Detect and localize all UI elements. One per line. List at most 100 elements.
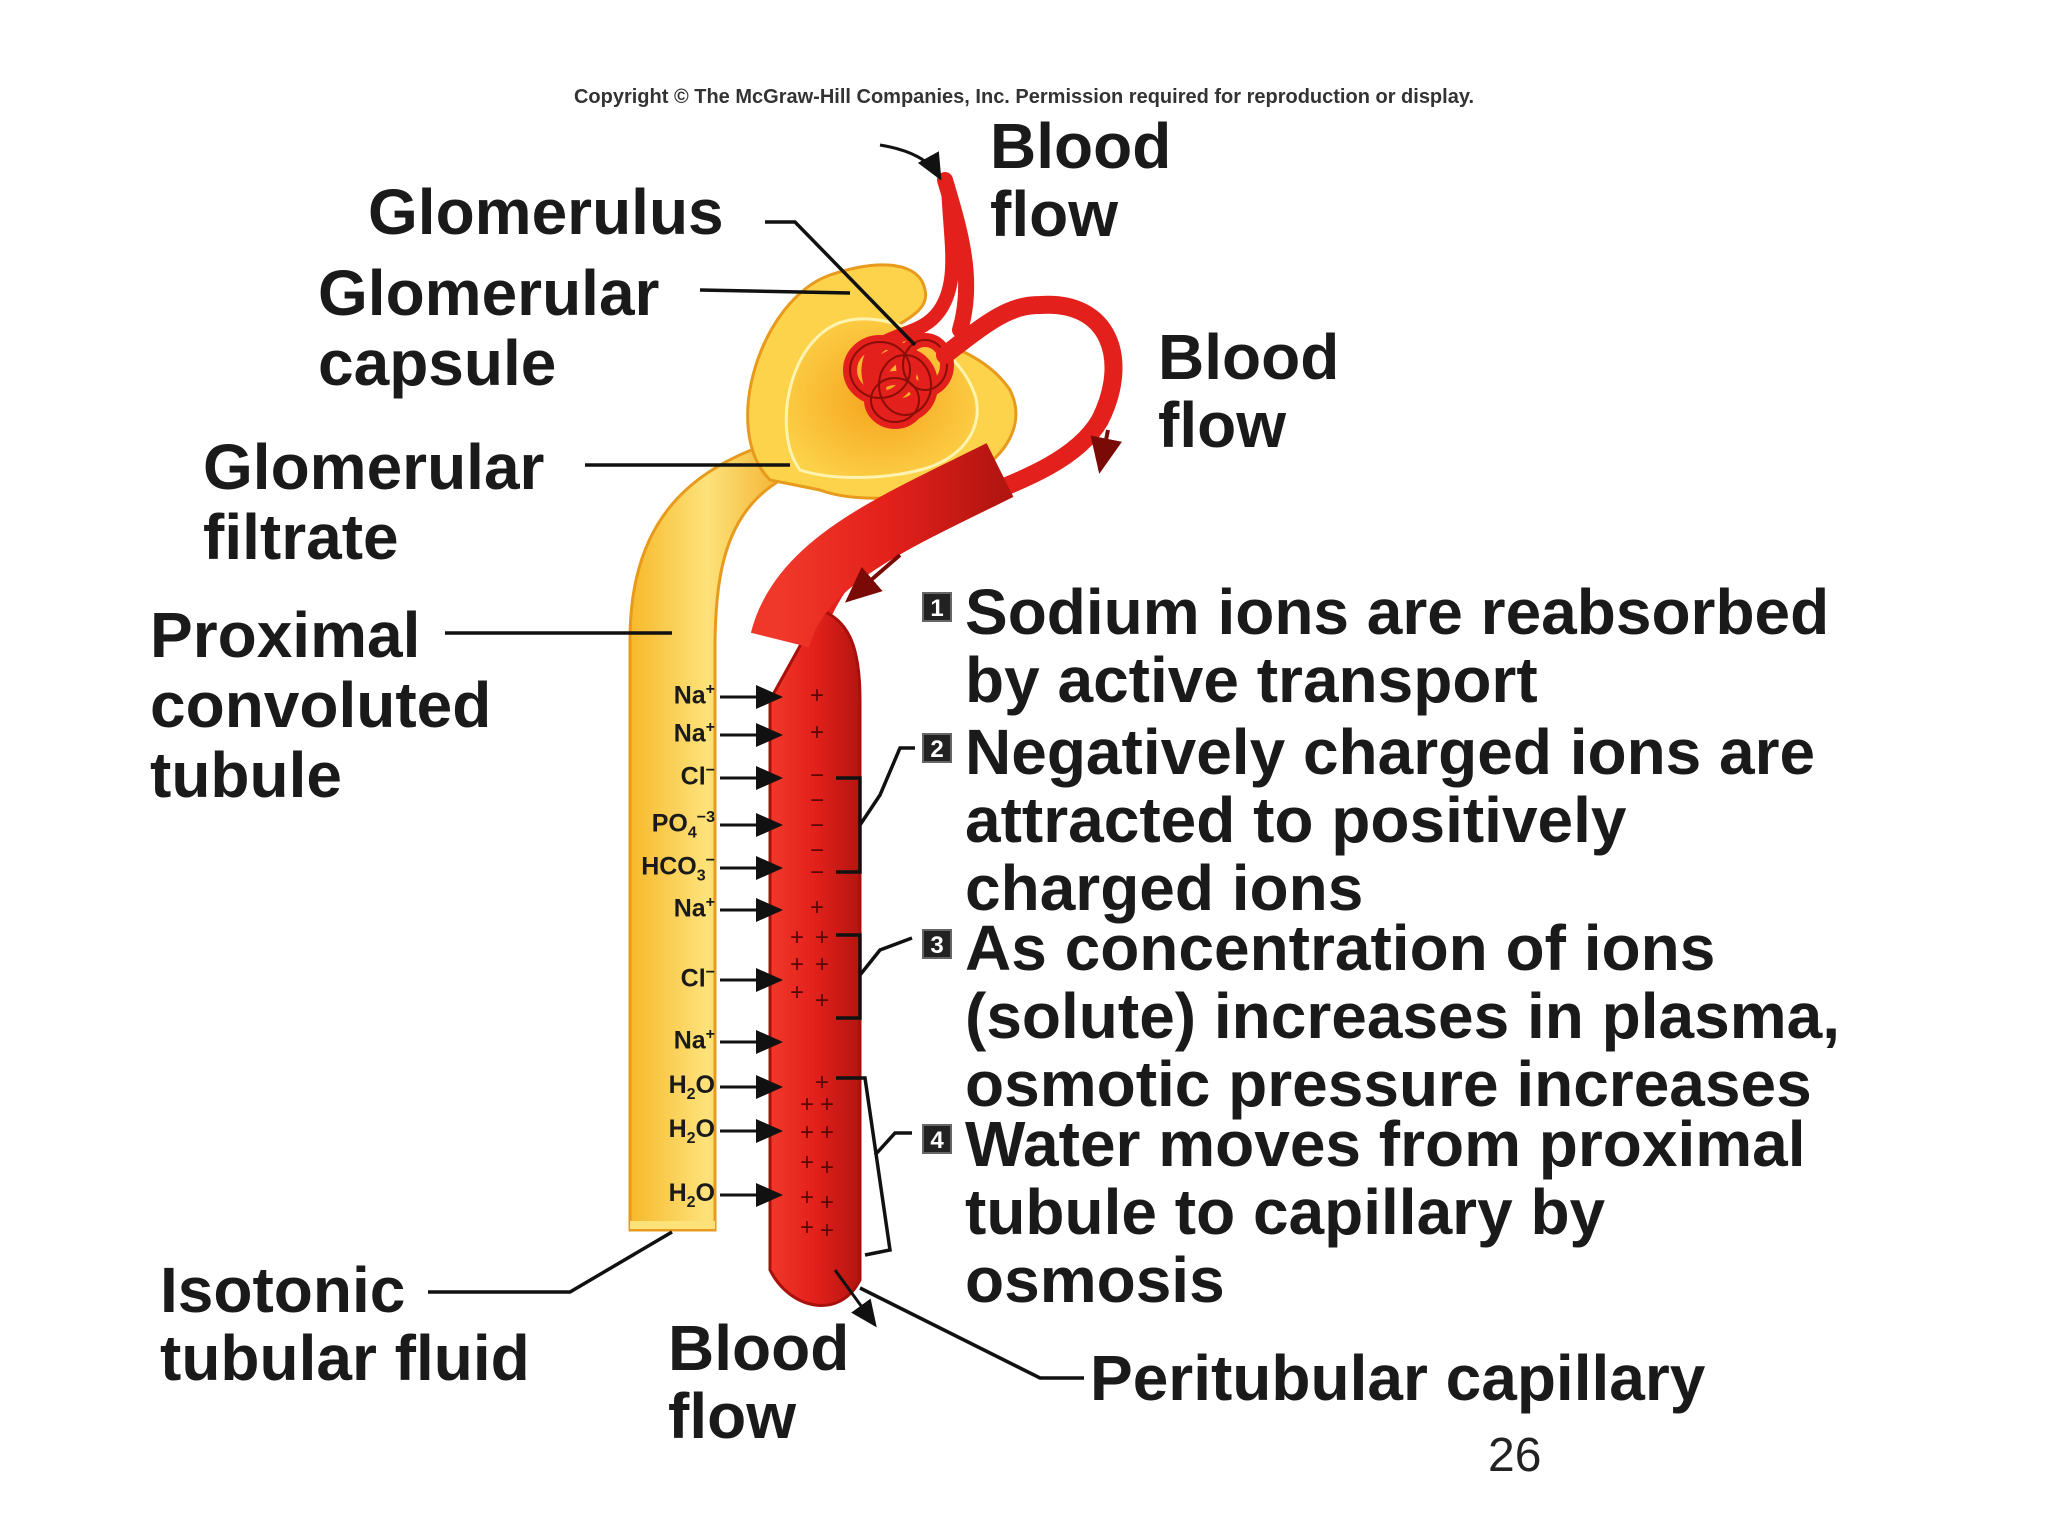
afferent-arteriole	[937, 172, 975, 338]
step-4-line3: osmosis	[965, 1244, 1225, 1316]
bracket-2	[836, 746, 915, 874]
label-proximal-line2: convoluted	[150, 669, 492, 741]
bracket-4	[836, 1076, 912, 1257]
label-isotonic-line2: tubular fluid	[160, 1322, 530, 1394]
step-4-text: Water moves from proximal tubule to capi…	[965, 1110, 1806, 1314]
blood-flow-arrow-right	[1090, 429, 1122, 474]
label-glomerular-capsule-line2: capsule	[318, 327, 557, 399]
step-1-line2: by active transport	[965, 644, 1538, 716]
positive-charge: +	[820, 1217, 834, 1244]
step-1-line1: Sodium ions are reabsorbed	[965, 576, 1830, 648]
positive-charge: +	[800, 1091, 814, 1118]
step-2-line1: Negatively charged ions are	[965, 716, 1816, 788]
bracket-3	[836, 933, 913, 1020]
positive-charge: +	[790, 979, 804, 1006]
positive-charge: +	[815, 951, 829, 978]
step-2-line3: charged ions	[965, 852, 1364, 924]
label-blood-flow-bottom: Blood flow	[668, 1314, 849, 1450]
ion-subscript: 2	[686, 1194, 696, 1211]
label-glomerular-filtrate-line2: filtrate	[203, 501, 399, 573]
ion-superscript: +	[705, 1026, 715, 1043]
glomerulus-outline	[849, 339, 948, 423]
label-isotonic-line1: Isotonic	[160, 1254, 406, 1326]
leader-isotonic	[428, 1230, 673, 1294]
step-2-line2: attracted to positively	[965, 784, 1627, 856]
label-proximal-convoluted-tubule: Proximal convoluted tubule	[150, 600, 491, 810]
ion-label: Na+	[625, 1026, 715, 1055]
negative-charge: −	[810, 762, 824, 789]
ion-label: PO4−3	[625, 809, 715, 842]
negative-charge: −	[810, 859, 824, 886]
blood-flow-arrow-bottom	[833, 1269, 877, 1328]
ion-base: PO	[651, 809, 688, 838]
step-3-line2: (solute) increases in plasma,	[965, 980, 1840, 1052]
label-blood-flow-top: Blood flow	[990, 112, 1171, 248]
ion-base: Na	[673, 894, 706, 923]
ion-subscript: 4	[687, 824, 697, 842]
ion-superscript: −	[705, 964, 715, 981]
ion-subscript: 2	[686, 1086, 696, 1103]
positive-charge: +	[800, 1214, 814, 1241]
step-2-text: Negatively charged ions are attracted to…	[965, 718, 1815, 922]
step-1-text: Sodium ions are reabsorbed by active tra…	[965, 578, 1829, 714]
step-4-badge: 4	[922, 1124, 952, 1154]
ion-base: Na	[673, 719, 706, 748]
page-number: 26	[1488, 1429, 1542, 1482]
positive-charge: +	[815, 987, 829, 1014]
label-blood-flow-top-line1: Blood	[990, 110, 1172, 182]
leader-lines	[428, 220, 1084, 1380]
step-4-line2: tubule to capillary by	[965, 1176, 1606, 1248]
positive-charge: +	[800, 1119, 814, 1146]
label-blood-flow-top-line2: flow	[990, 178, 1118, 250]
label-isotonic-tubular-fluid: Isotonic tubular fluid	[160, 1256, 530, 1392]
ion-tail: O	[695, 1179, 715, 1207]
positive-charge: +	[810, 894, 824, 921]
leader-glomerulus	[765, 220, 917, 347]
label-glomerular-filtrate-line1: Glomerular	[203, 431, 545, 503]
ion-label: HCO3−	[625, 852, 715, 885]
ion-base: Cl	[680, 964, 706, 993]
label-blood-flow-right: Blood flow	[1158, 323, 1339, 459]
step-2-badge: 2	[922, 733, 952, 763]
ion-superscript: +	[705, 894, 715, 911]
positive-charge: +	[820, 1091, 834, 1118]
positive-charge: +	[815, 924, 829, 951]
positive-charge: +	[820, 1154, 834, 1181]
ion-tail: O	[695, 1115, 715, 1143]
copyright-notice: Copyright © The McGraw-Hill Companies, I…	[573, 86, 1475, 108]
step-1-badge: 1	[922, 592, 952, 622]
step-4-line1: Water moves from proximal	[965, 1108, 1806, 1180]
label-blood-flow-right-line1: Blood	[1158, 321, 1340, 393]
ion-base: HCO	[641, 852, 697, 881]
step-3-text: As concentration of ions (solute) increa…	[965, 914, 1840, 1118]
label-blood-flow-right-line2: flow	[1158, 389, 1286, 461]
ion-superscript: −3	[696, 809, 715, 826]
ion-label: Na+	[625, 719, 715, 748]
positive-charge: +	[810, 719, 824, 746]
label-peritubular-capillary: Peritubular capillary	[1090, 1342, 1706, 1414]
positive-charge: +	[790, 924, 804, 951]
leader-capsule	[699, 288, 851, 295]
ion-base: Na	[673, 681, 706, 710]
positive-charge: +	[800, 1184, 814, 1211]
ion-superscript: −	[705, 762, 715, 779]
label-glomerular-capsule-line1: Glomerular	[318, 257, 660, 329]
positive-charge: +	[820, 1189, 834, 1216]
ion-label: Cl−	[625, 762, 715, 791]
label-blood-flow-bottom-line1: Blood	[668, 1312, 850, 1384]
negative-charge: −	[810, 837, 824, 864]
ion-base: H	[668, 1179, 687, 1207]
ion-label: Cl−	[625, 964, 715, 993]
ion-superscript: +	[705, 681, 715, 698]
positive-charge: +	[810, 682, 824, 709]
blood-flow-arrow-top	[879, 143, 942, 181]
step-3-line1: As concentration of ions	[965, 912, 1716, 984]
label-glomerular-filtrate: Glomerular filtrate	[203, 432, 544, 572]
positive-charge: +	[800, 1149, 814, 1176]
step-3-line3: osmotic pressure increases	[965, 1048, 1812, 1120]
ion-base: H	[668, 1071, 687, 1099]
ion-base: H	[668, 1115, 687, 1143]
negative-charge: −	[810, 787, 824, 814]
label-blood-flow-bottom-line2: flow	[668, 1380, 796, 1452]
